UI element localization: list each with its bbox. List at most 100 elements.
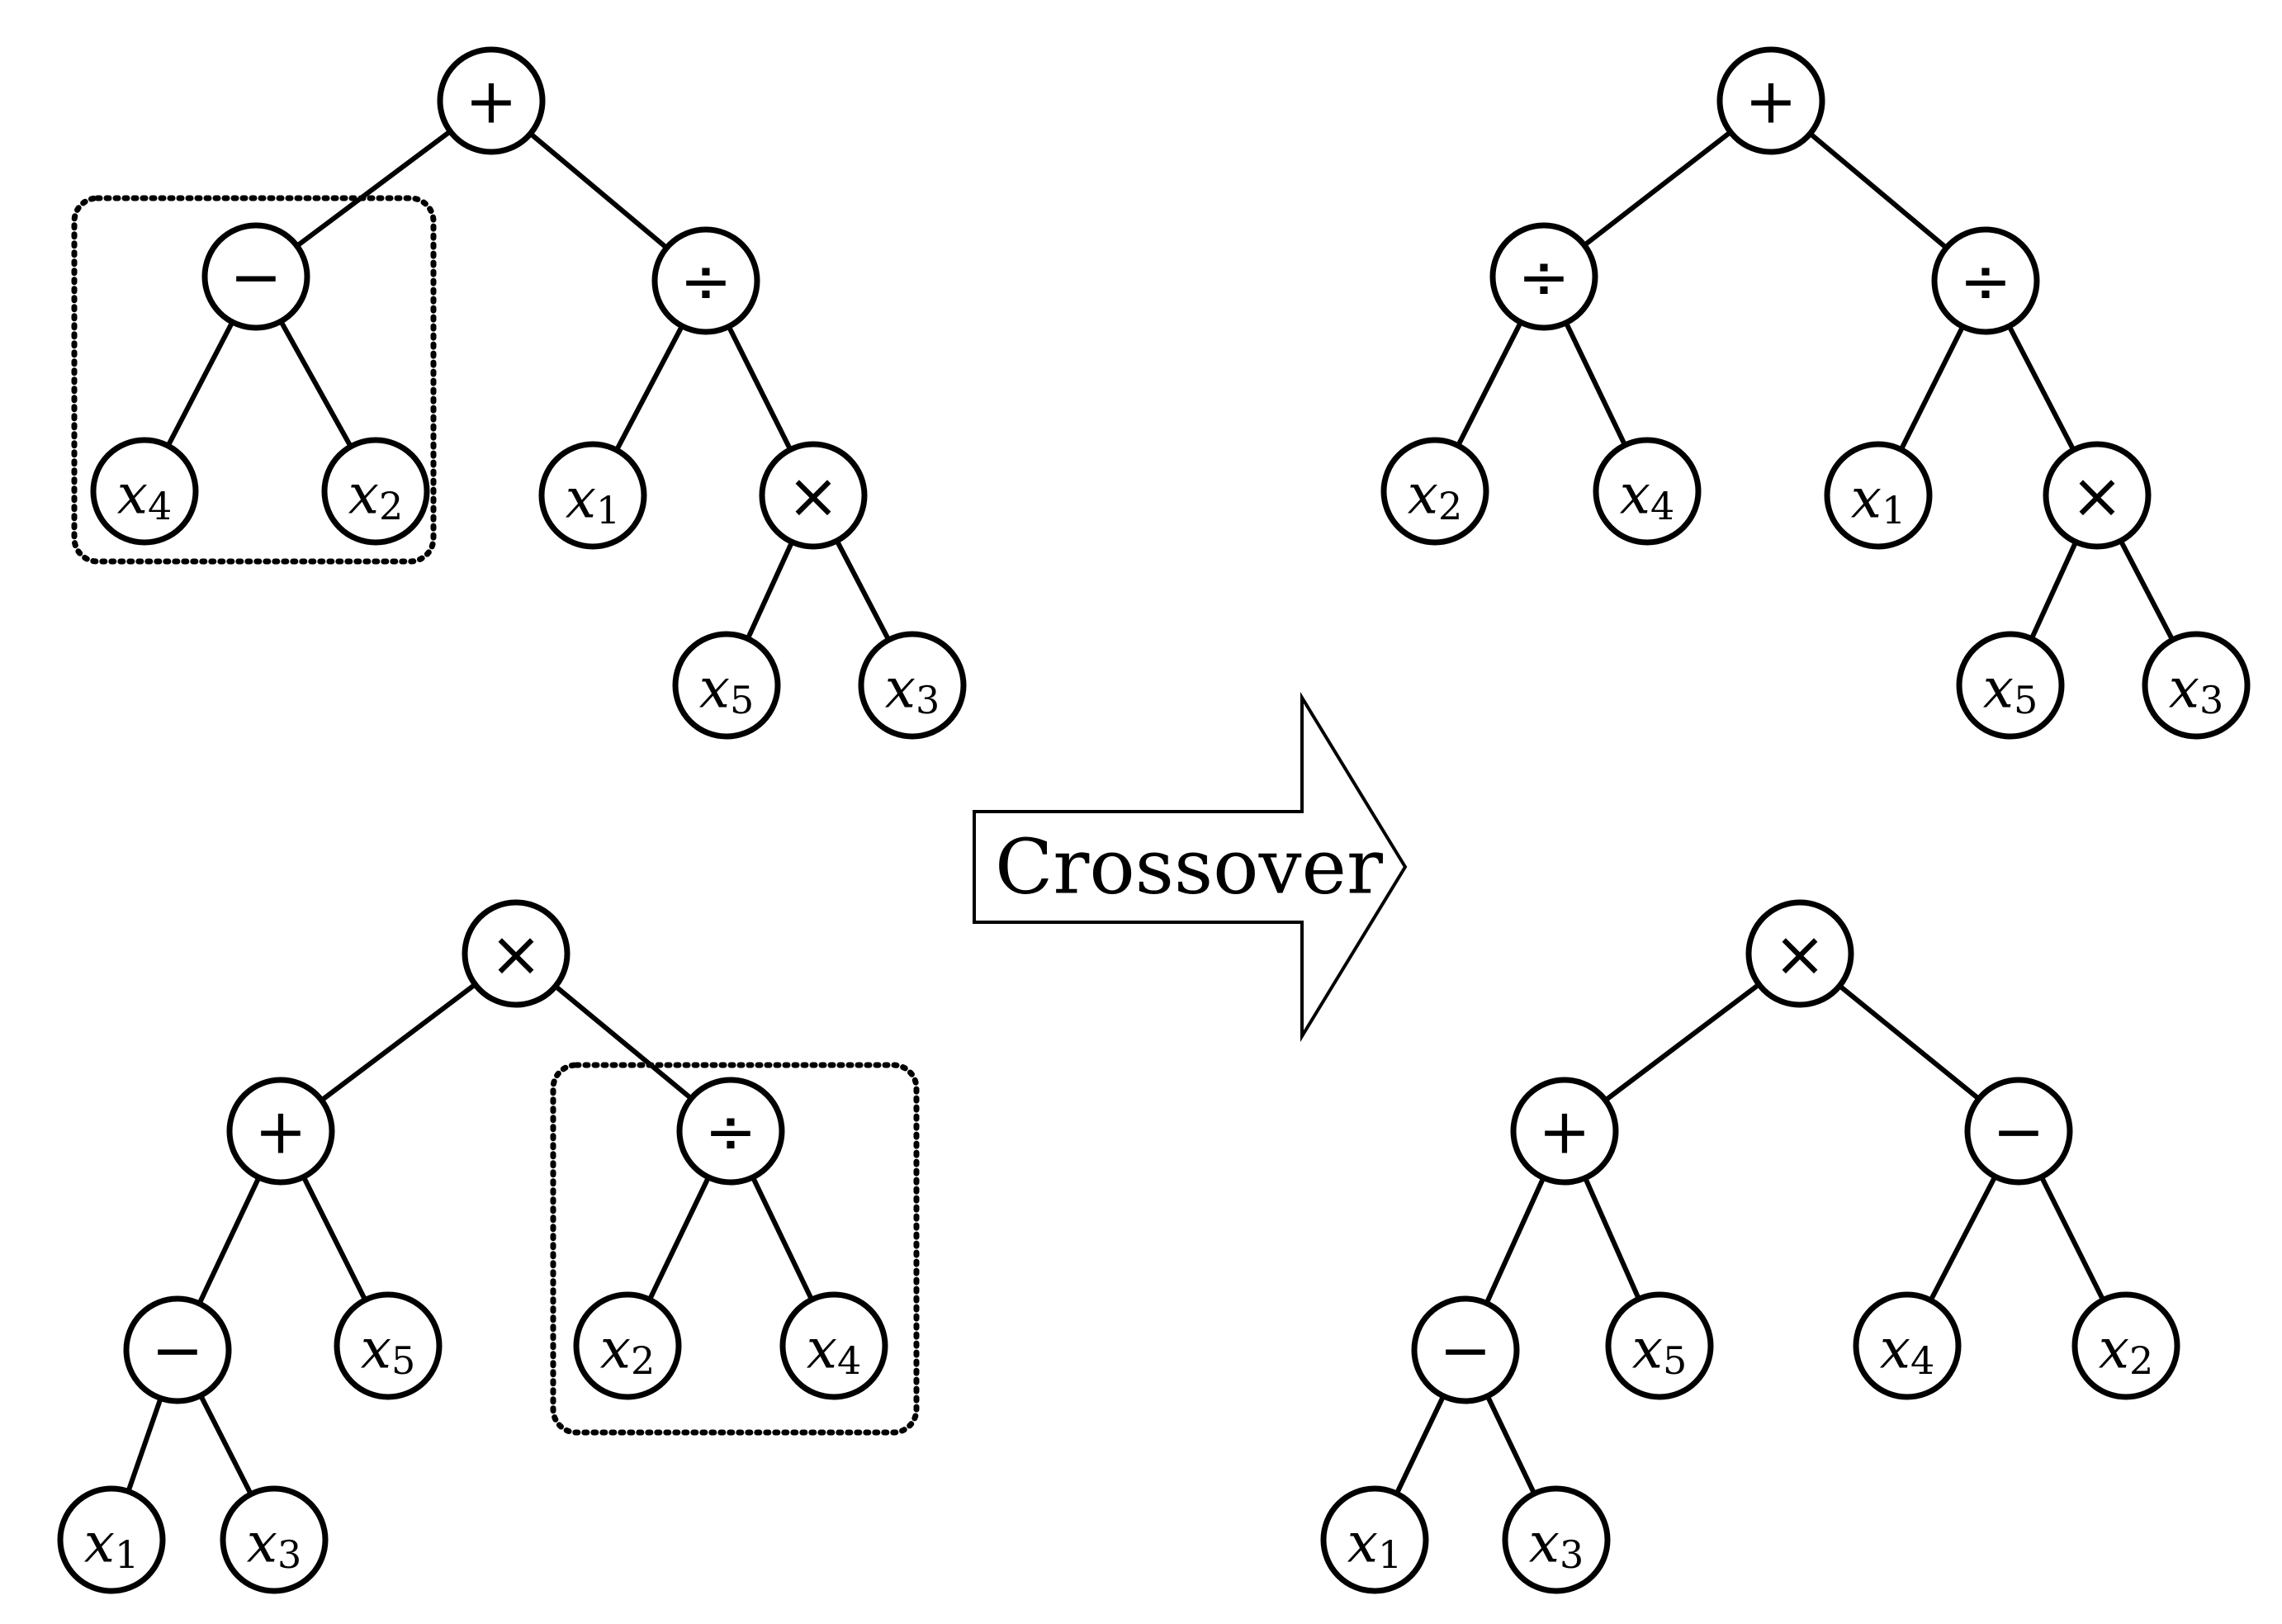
child-2-var-node-x2: x2 — [2071, 1291, 2180, 1400]
node-label: x3 — [1529, 1512, 1584, 1578]
node-label: − — [1992, 1095, 2045, 1168]
crossover-arrow: Crossover — [973, 691, 1408, 1043]
parent-1-var-node-x4: x4 — [90, 437, 199, 546]
node-label: ÷ — [704, 1095, 757, 1168]
parent-1-times-node: × — [759, 441, 868, 550]
node-label: x1 — [566, 467, 621, 533]
node-label: x1 — [1851, 467, 1906, 533]
node-circle — [1605, 1291, 1714, 1400]
node-label: + — [1538, 1095, 1591, 1168]
node-circle — [1510, 1077, 1619, 1186]
parent-1-plus-node: + — [437, 46, 546, 155]
node-circle — [462, 899, 570, 1008]
node-circle — [1593, 437, 1702, 546]
node-circle — [1931, 226, 2040, 335]
node-circle — [1964, 1077, 2073, 1186]
crossover-arrow-shape — [973, 691, 1408, 1043]
parent-2-var-node-x4: x4 — [779, 1291, 888, 1400]
node-circle — [321, 437, 430, 546]
node-circle — [1489, 222, 1598, 331]
node-circle — [1411, 1295, 1520, 1404]
crossover-arrow-label: Crossover — [995, 823, 1383, 911]
child-1-var-node-x3: x3 — [2142, 631, 2251, 740]
node-label: + — [465, 64, 518, 138]
node-label: ÷ — [1517, 240, 1570, 314]
node-circle — [538, 441, 647, 550]
child-1-plus-node: + — [1716, 46, 1825, 155]
node-circle — [1824, 441, 1933, 550]
node-circle — [779, 1291, 888, 1400]
node-circle — [1320, 1485, 1429, 1594]
node-circle — [1956, 631, 2065, 740]
node-label: × — [2071, 459, 2123, 533]
parent-2-times-node: × — [462, 899, 570, 1008]
node-label: × — [787, 459, 840, 533]
child-2-times-node: × — [1745, 899, 1854, 1008]
nodes-layer: + − x4 x2 ÷ x1 × x5 x3 × + − x1 x3 x5 ÷ x2 x4 + ÷ x2 x4 ÷ x1 × x5… — [57, 46, 2251, 1594]
node-label: x2 — [348, 463, 404, 529]
parent-2-var-node-x1: x1 — [57, 1485, 166, 1594]
parent-2-var-node-x3: x3 — [220, 1485, 329, 1594]
node-circle — [437, 46, 546, 155]
child-1-divide-node: ÷ — [1489, 222, 1598, 331]
node-circle — [573, 1291, 682, 1400]
node-circle — [858, 631, 967, 740]
node-label: − — [1439, 1314, 1492, 1387]
node-circle — [1502, 1485, 1611, 1594]
node-label: + — [1745, 64, 1797, 138]
parent-1-divide-node: ÷ — [651, 226, 760, 335]
parent-2-var-node-x5: x5 — [334, 1291, 443, 1400]
parent-1-var-node-x2: x2 — [321, 437, 430, 546]
node-label: ÷ — [679, 244, 732, 318]
parent-2-selected-subtree-box — [550, 1062, 920, 1436]
node-circle — [676, 1077, 785, 1186]
node-circle — [90, 437, 199, 546]
parent-1-minus-node: − — [201, 222, 310, 331]
child-2-var-node-x3: x3 — [1502, 1485, 1611, 1594]
child-1-var-node-x2: x2 — [1380, 437, 1489, 546]
child-2-var-node-x1: x1 — [1320, 1485, 1429, 1594]
node-circle — [2043, 441, 2152, 550]
node-circle — [226, 1077, 335, 1186]
child-1-var-node-x4: x4 — [1593, 437, 1702, 546]
node-circle — [2142, 631, 2251, 740]
parent-1-var-node-x5: x5 — [672, 631, 781, 740]
child-2-var-node-x5: x5 — [1605, 1291, 1714, 1400]
node-circle — [57, 1485, 166, 1594]
node-label: − — [151, 1314, 204, 1387]
node-label: x3 — [247, 1512, 302, 1578]
child-2-plus-node: + — [1510, 1077, 1619, 1186]
node-circle — [651, 226, 760, 335]
parent-1-var-node-x3: x3 — [858, 631, 967, 740]
parent-2-var-node-x2: x2 — [573, 1291, 682, 1400]
node-label: + — [254, 1095, 307, 1168]
node-circle — [759, 441, 868, 550]
node-circle — [334, 1291, 443, 1400]
child-1-times-node: × — [2043, 441, 2152, 550]
parent-2-divide-node: ÷ — [676, 1077, 785, 1186]
parent-2-minus-node: − — [123, 1295, 232, 1404]
node-circle — [1716, 46, 1825, 155]
parent-1-var-node-x1: x1 — [538, 441, 647, 550]
parent-2-plus-node: + — [226, 1077, 335, 1186]
child-2-minus-node: − — [1964, 1077, 2073, 1186]
node-circle — [201, 222, 310, 331]
child-2-minus-node: − — [1411, 1295, 1520, 1404]
child-1-var-node-x1: x1 — [1824, 441, 1933, 550]
node-circle — [672, 631, 781, 740]
node-label: − — [230, 240, 282, 314]
child-1-var-node-x5: x5 — [1956, 631, 2065, 740]
child-2-var-node-x4: x4 — [1853, 1291, 1962, 1400]
parent-1-selected-subtree-box — [71, 195, 437, 565]
selection-boxes-layer — [71, 195, 920, 1436]
node-circle — [123, 1295, 232, 1404]
node-label: × — [490, 917, 542, 991]
node-circle — [2071, 1291, 2180, 1400]
node-label: × — [1773, 917, 1826, 991]
node-circle — [220, 1485, 329, 1594]
node-label: ÷ — [1959, 244, 2012, 318]
node-circle — [1745, 899, 1854, 1008]
node-label: x3 — [885, 657, 940, 723]
node-circle — [1380, 437, 1489, 546]
